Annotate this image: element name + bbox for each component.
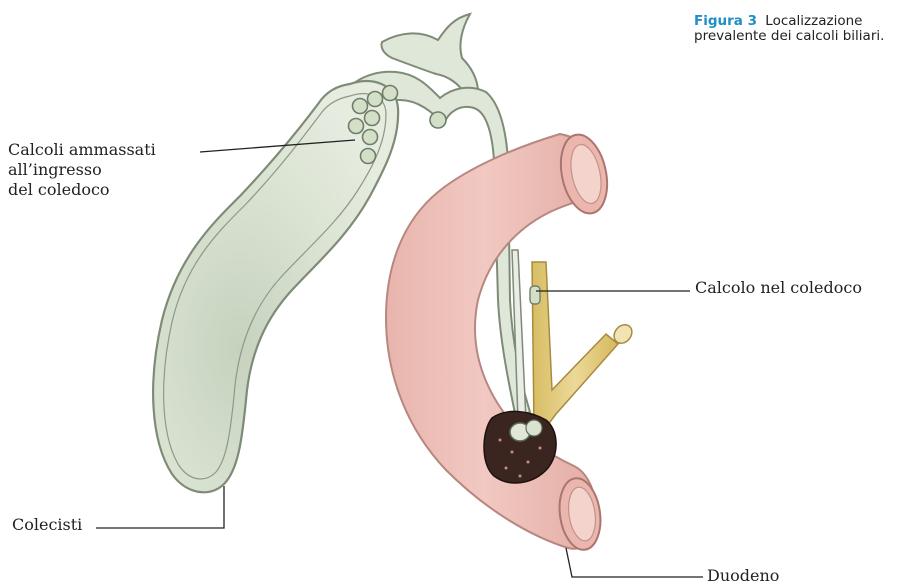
label-duodenum: Duodeno: [707, 566, 779, 586]
stone-in-duct: [530, 286, 540, 304]
pancreatic-duct: [532, 262, 636, 430]
label-stones-line1: Calcoli ammassati: [8, 140, 156, 160]
gallbladder: [153, 81, 398, 492]
figure-caption: Figura 3 Localizzazione prevalente dei c…: [694, 14, 904, 44]
label-stones-at-entrance: Calcoli ammassati all’ingresso del coled…: [8, 140, 156, 200]
label-stones-line3: del coledoco: [8, 180, 156, 200]
label-stone-in-duct: Calcolo nel coledoco: [695, 278, 862, 298]
leader-duodenum: [566, 548, 703, 577]
label-stones-line2: all’ingresso: [8, 160, 156, 180]
label-gallbladder: Colecisti: [12, 515, 82, 535]
figure-number: Figura 3: [694, 13, 757, 29]
duodenum: [386, 130, 614, 552]
